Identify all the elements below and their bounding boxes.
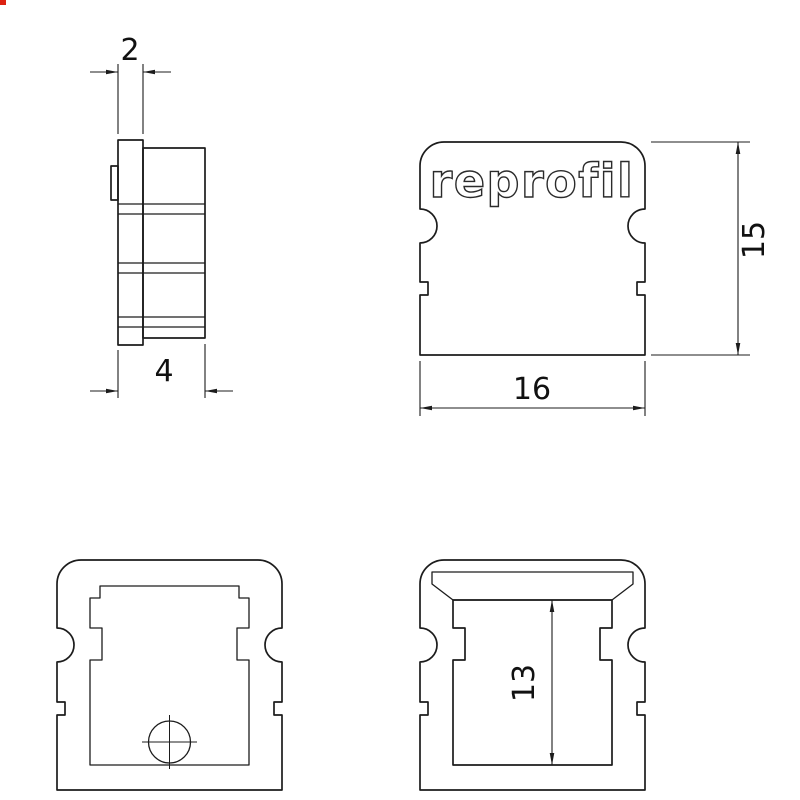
dim-label-flange-width: 2	[120, 33, 139, 68]
dim-cap-depth: 4	[90, 344, 233, 398]
side-view-tab	[110, 165, 119, 201]
side-view-flange	[117, 139, 144, 346]
side-view-body	[142, 147, 206, 339]
corner-artifact	[0, 0, 6, 5]
section-view: 13	[419, 559, 646, 791]
back-view-inner-contour	[89, 585, 250, 766]
dim-label-profile-height: 15	[737, 221, 772, 259]
dim-label-cap-depth: 4	[154, 354, 173, 389]
screw-hole	[142, 715, 197, 769]
front-view: reprofil 15 16	[419, 141, 772, 416]
dim-label-profile-width: 16	[513, 372, 551, 407]
back-view	[56, 559, 283, 791]
dim-profile-height: 15	[651, 141, 772, 356]
section-view-cover-strip	[431, 571, 634, 601]
side-view-ribs	[118, 203, 205, 328]
dim-profile-width: 16	[419, 361, 646, 416]
brand-logo: reprofil	[430, 154, 635, 208]
back-view-outline	[56, 559, 283, 791]
dim-flange-width: 2	[90, 33, 171, 134]
side-view: 2 4	[90, 33, 233, 398]
dim-label-inner-height: 13	[507, 664, 542, 702]
front-view-outline	[419, 141, 646, 356]
section-view-material	[419, 559, 646, 791]
dim-inner-height: 13	[507, 600, 555, 765]
